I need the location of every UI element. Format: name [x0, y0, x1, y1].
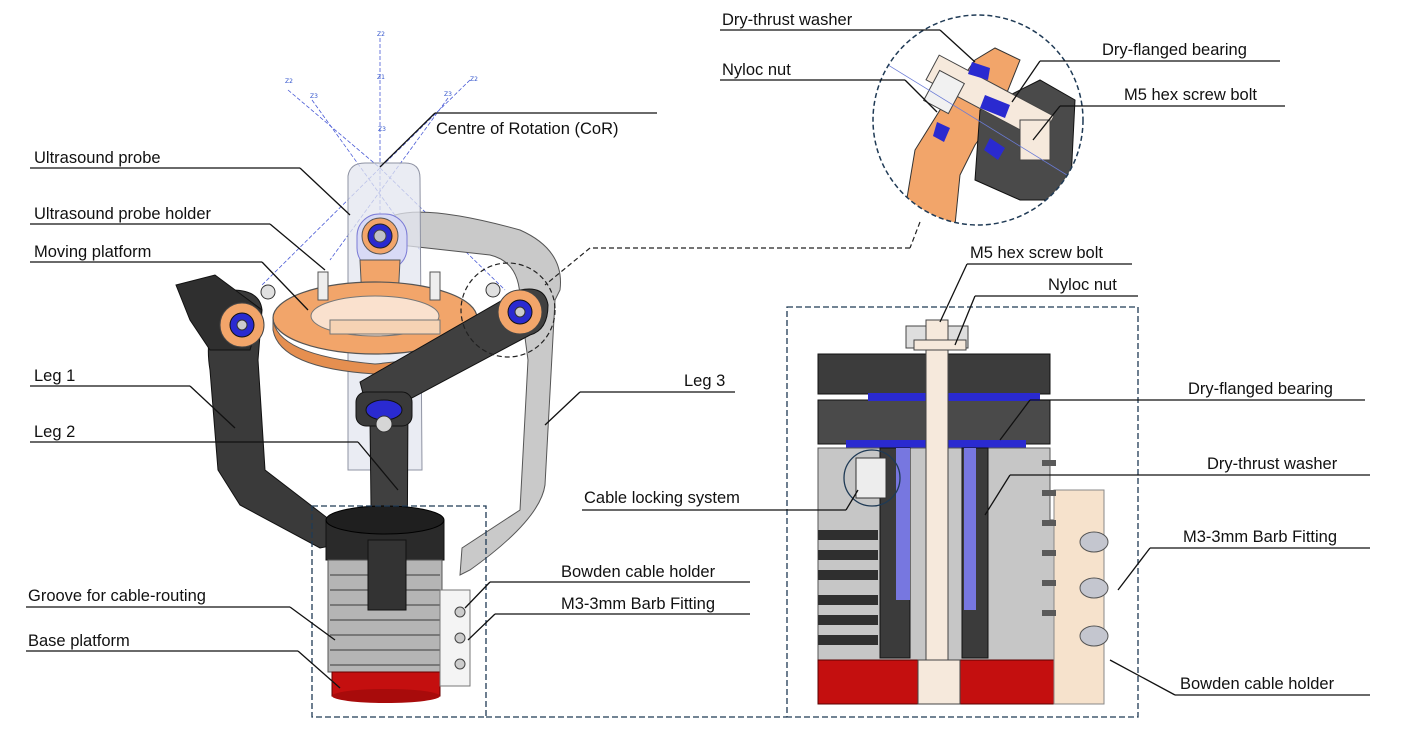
label-groove: Groove for cable-routing — [28, 587, 206, 605]
label-centre-of-rotation: Centre of Rotation (CoR) — [436, 120, 619, 138]
label-sec-barb: M3-3mm Barb Fitting — [1183, 528, 1338, 546]
label-ultrasound-probe-holder: Ultrasound probe holder — [34, 205, 212, 223]
label-zoom-m5: M5 hex screw bolt — [1124, 86, 1257, 104]
label-leg-2: Leg 2 — [34, 423, 76, 441]
label-base-platform: Base platform — [28, 632, 130, 650]
label-leg-3: Leg 3 — [684, 372, 726, 390]
label-sec-m5: M5 hex screw bolt — [970, 244, 1103, 262]
axis-label: Z3 — [378, 126, 386, 133]
label-sec-nyloc: Nyloc nut — [1048, 276, 1117, 294]
label-zoom-flanged-bearing: Dry-flanged bearing — [1102, 41, 1247, 59]
base-highlight-box — [311, 505, 487, 718]
label-sec-cable-locking: Cable locking system — [584, 489, 740, 507]
axis-labels: Z2 Z1 Z3 Z2 Z3 Z2 Z3 — [285, 31, 478, 133]
label-moving-platform: Moving platform — [34, 243, 152, 261]
axis-label: Z3 — [310, 93, 318, 100]
axis-label: Z2 — [377, 31, 385, 38]
label-leg-1: Leg 1 — [34, 367, 76, 385]
axis-label: Z1 — [377, 74, 385, 81]
label-sec-bowden: Bowden cable holder — [1180, 675, 1335, 693]
axis-label: Z2 — [470, 76, 478, 83]
axis-label: Z3 — [444, 91, 452, 98]
label-zoom-thrust-washer: Dry-thrust washer — [722, 11, 853, 29]
label-barb-left: M3-3mm Barb Fitting — [561, 595, 716, 613]
joint-highlight-circle — [460, 262, 556, 358]
moving-platform — [272, 271, 478, 375]
label-bowden-left: Bowden cable holder — [561, 563, 716, 581]
leader-lines — [26, 29, 1370, 696]
label-zoom-nyloc: Nyloc nut — [722, 61, 791, 79]
joint-zoom-view — [544, 14, 1084, 286]
leg-3 — [394, 211, 561, 576]
axis-label: Z2 — [285, 78, 293, 85]
section-view — [486, 306, 1139, 718]
label-sec-flanged-bearing: Dry-flanged bearing — [1188, 380, 1333, 398]
base-platform — [325, 505, 471, 703]
label-sec-thrust-washer: Dry-thrust washer — [1207, 455, 1338, 473]
left-assembly: Z2 Z1 Z3 Z2 Z3 Z2 Z3 — [175, 31, 561, 718]
label-ultrasound-probe: Ultrasound probe — [34, 149, 161, 167]
